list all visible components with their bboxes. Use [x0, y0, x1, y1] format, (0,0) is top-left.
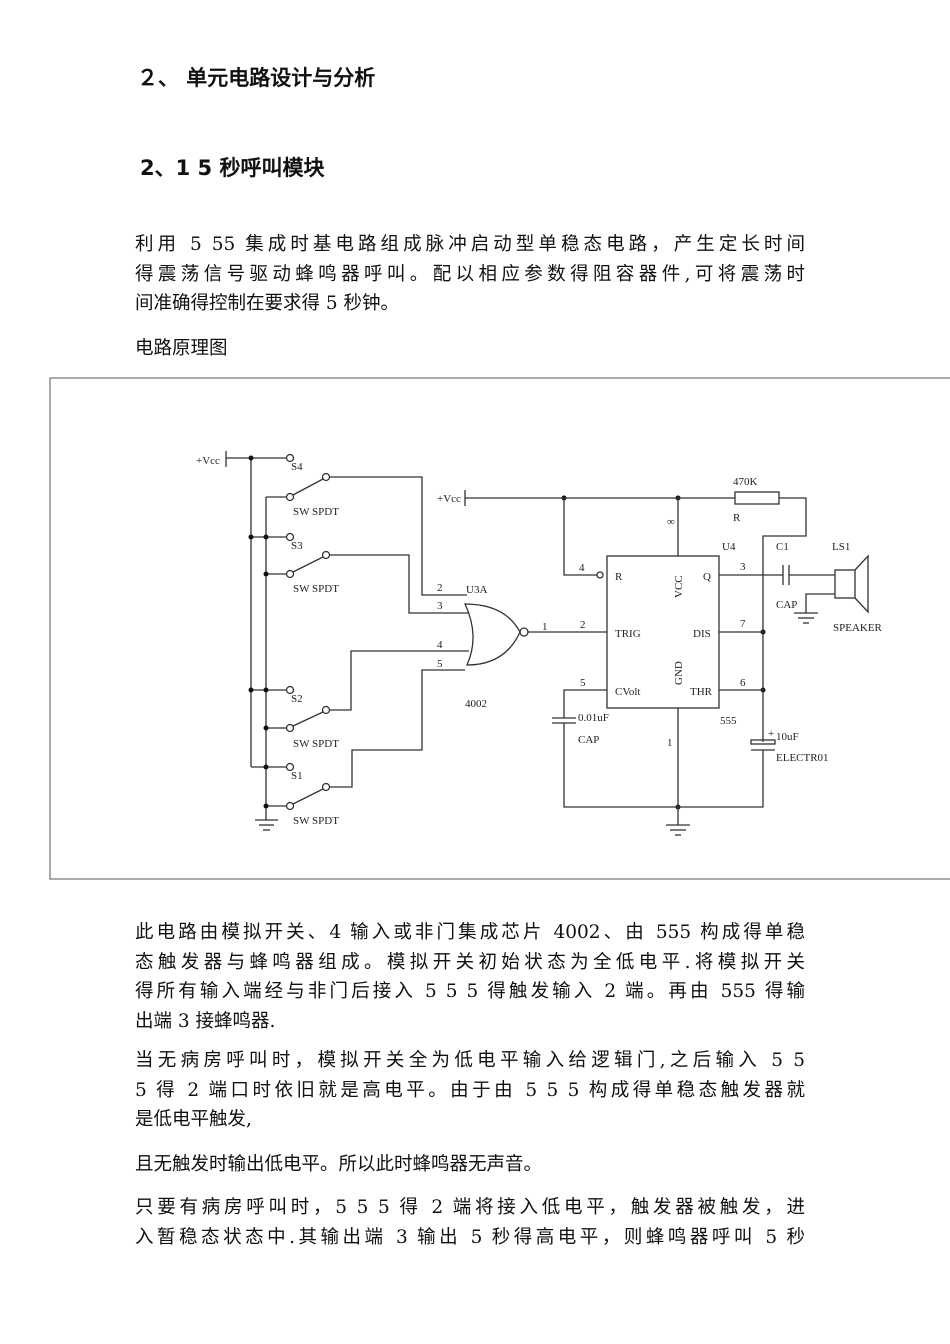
speaker-icon	[834, 554, 869, 614]
svg-text:R: R	[615, 571, 623, 583]
switch-s4: S4 SW SPDT	[285, 453, 467, 596]
svg-text:SW SPDT: SW SPDT	[293, 506, 339, 518]
svg-text:DIS: DIS	[693, 628, 711, 640]
svg-text:3: 3	[740, 561, 746, 573]
paragraph-3: 且无触发时输出低电平。所以此时蜂鸣器无声音。	[135, 1150, 805, 1180]
text-line: 利用 5 55 集成时基电路组成脉冲启动型单稳态电路，产生定长时间	[135, 234, 805, 255]
svg-text:CAP: CAP	[776, 599, 797, 611]
paragraph-2: 当无病房呼叫时，模拟开关全为低电平输入给逻辑门,之后输入 5 5 5 得 2 端…	[135, 1046, 805, 1135]
text-line: 出端 3 接蜂鸣器.	[135, 1010, 276, 1032]
paragraph-1: 此电路由模拟开关、4 输入或非门集成芯片 4002、由 555 构成得单稳 态触…	[135, 918, 805, 1036]
svg-text:4: 4	[579, 562, 585, 574]
svg-text:S2: S2	[291, 693, 303, 705]
text-line: 入暂稳态状态中.其输出端 3 输出 5 秒得高电平，则蜂鸣器呼叫 5 秒	[135, 1226, 805, 1248]
text-line: 间准确得控制在要求得 5 秒钟。	[135, 293, 400, 314]
switch-s1: S1 SW SPDT	[285, 669, 465, 827]
svg-text:10uF: 10uF	[776, 731, 799, 743]
subsection-heading: 2、1 5 秒呼叫模块	[140, 156, 325, 180]
vcc-left: +Vcc	[196, 451, 286, 467]
svg-text:S1: S1	[291, 770, 303, 782]
switch-s3: S3 SW SPDT	[285, 532, 469, 614]
svg-text:3: 3	[437, 600, 443, 612]
text-line: 当无病房呼叫时，模拟开关全为低电平输入给逻辑门,之后输入 5 5	[135, 1050, 805, 1071]
paragraph-4: 只要有病房呼叫时，5 5 5 得 2 端将接入低电平，触发器被触发，进 入暂稳态…	[135, 1193, 805, 1252]
svg-text:CVolt: CVolt	[615, 686, 640, 698]
nor-gate-u3a: 2 3 4 5 1 U3A 4002	[437, 582, 607, 710]
svg-text:1: 1	[667, 737, 673, 749]
text-line: 态触发器与蜂鸣器组成。模拟开关初始状态为全低电平.将模拟开关	[135, 951, 805, 973]
svg-text:GND: GND	[673, 661, 685, 685]
text-line: 是低电平触发,	[135, 1109, 252, 1130]
intro-paragraph: 利用 5 55 集成时基电路组成脉冲启动型单稳态电路，产生定长时间 得震荡信号驱…	[135, 230, 805, 319]
svg-text:2: 2	[437, 582, 443, 594]
svg-text:5: 5	[580, 677, 586, 689]
svg-text:U3A: U3A	[466, 584, 487, 596]
ground-left	[255, 819, 278, 831]
svg-text:C1: C1	[776, 541, 789, 553]
figure-frame	[49, 377, 950, 880]
text-line: 5 得 2 端口时依旧就是高电平。由于由 5 5 5 构成得单稳态触发器就	[135, 1079, 805, 1101]
svg-text:6: 6	[740, 677, 746, 689]
text-line: 得所有输入端经与非门后接入 5 5 5 得触发输入 2 端。再由 555 得输	[135, 981, 805, 1002]
text-line: 只要有病房呼叫时，5 5 5 得 2 端将接入低电平，触发器被触发，进	[135, 1197, 805, 1218]
svg-text:5: 5	[437, 658, 443, 670]
svg-text:7: 7	[740, 618, 746, 630]
svg-text:CAP: CAP	[578, 734, 599, 746]
svg-text:ELECTR01: ELECTR01	[776, 752, 829, 764]
svg-text:S4: S4	[291, 461, 303, 473]
resistor	[734, 491, 780, 505]
svg-text:TRIG: TRIG	[615, 628, 641, 640]
svg-text:THR: THR	[690, 686, 713, 698]
svg-text:1: 1	[542, 621, 548, 633]
svg-text:555: 555	[720, 715, 737, 727]
svg-text:SW SPDT: SW SPDT	[293, 738, 339, 750]
svg-text:+: +	[768, 728, 774, 740]
svg-text:R: R	[733, 512, 741, 524]
svg-text:S3: S3	[291, 540, 303, 552]
svg-text:2: 2	[580, 619, 586, 631]
svg-text:Q: Q	[703, 571, 711, 583]
svg-text:U4: U4	[722, 541, 736, 553]
text-line: 得震荡信号驱动蜂鸣器呼叫。配以相应参数得阻容器件,可将震荡时	[135, 263, 805, 285]
svg-text:4: 4	[437, 639, 443, 651]
svg-text:VCC: VCC	[673, 575, 685, 598]
svg-text:SW SPDT: SW SPDT	[293, 815, 339, 827]
section-heading: ２、 单元电路设计与分析	[137, 66, 376, 90]
vcc-label-right: +Vcc	[437, 493, 461, 505]
figure-caption: 电路原理图	[135, 334, 805, 364]
svg-text:SPEAKER: SPEAKER	[833, 622, 883, 634]
switch-s2: S2 SW SPDT	[285, 650, 469, 750]
vcc-label: +Vcc	[196, 455, 220, 467]
svg-text:SW SPDT: SW SPDT	[293, 583, 339, 595]
svg-text:470K: 470K	[733, 476, 758, 488]
text-line: 此电路由模拟开关、4 输入或非门集成芯片 4002、由 555 构成得单稳	[135, 922, 805, 943]
svg-text:0.01uF: 0.01uF	[578, 712, 609, 724]
svg-text:∞: ∞	[667, 516, 675, 528]
svg-text:4002: 4002	[465, 698, 487, 710]
text-line: 且无触发时输出低电平。所以此时蜂鸣器无声音。	[135, 1154, 543, 1175]
junction-dots	[248, 455, 766, 810]
caption-text: 电路原理图	[135, 338, 228, 359]
svg-text:LS1: LS1	[832, 541, 850, 553]
